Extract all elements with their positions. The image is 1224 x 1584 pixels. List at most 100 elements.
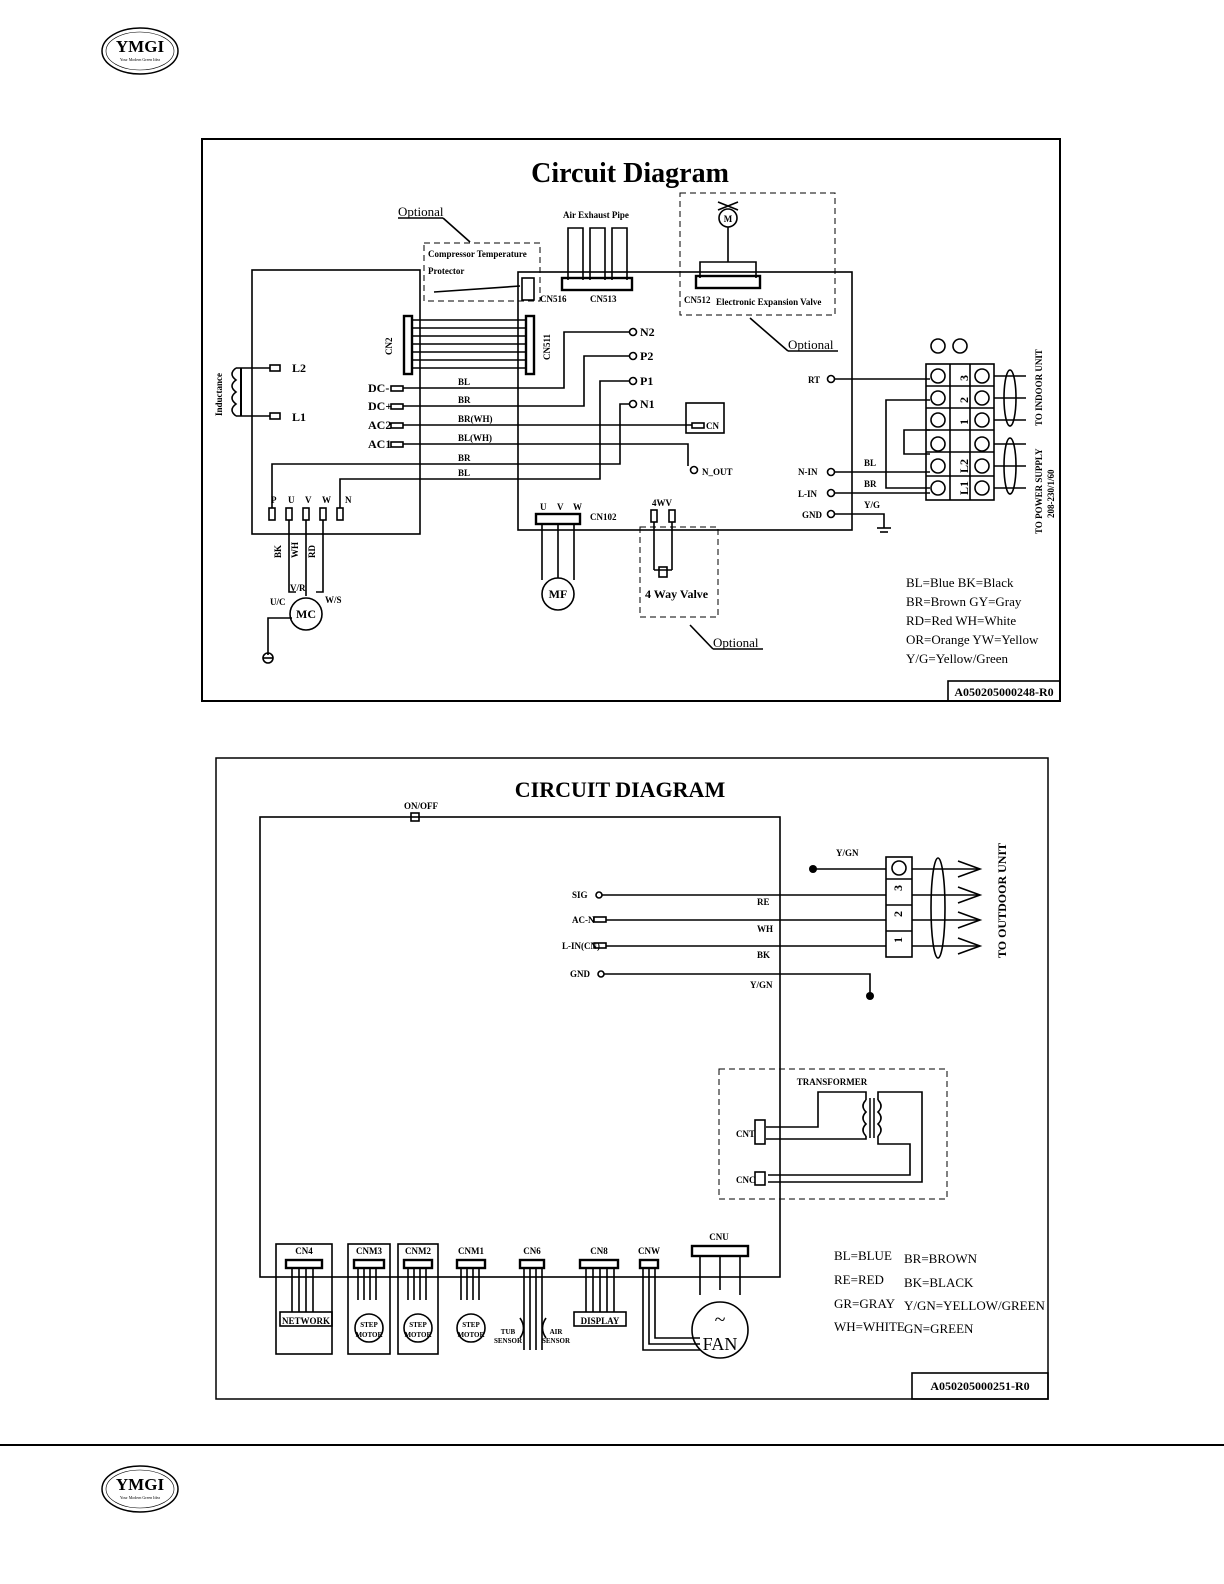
transformer-label: TRANSFORMER bbox=[797, 1077, 868, 1087]
wire-br: BR bbox=[864, 479, 877, 489]
cn102-label: CN102 bbox=[590, 512, 617, 522]
legend1-line5: Y/G=Yellow/Green bbox=[906, 651, 1009, 666]
power-spec-label: 208-230/1/60 bbox=[1046, 469, 1056, 518]
optional-label-3: Optional bbox=[713, 635, 759, 650]
pin-p1: P1 bbox=[640, 374, 653, 388]
optional-label-1: Optional bbox=[398, 204, 444, 219]
step-motor-2-line2: MOTOR bbox=[404, 1331, 432, 1339]
pin-p2: P2 bbox=[640, 349, 653, 363]
header-logo-brand: YMGI bbox=[116, 37, 165, 56]
legend2-right-2: BK=BLACK bbox=[904, 1275, 974, 1290]
fan-tilde-icon: ~ bbox=[715, 1309, 726, 1331]
step-motor-2-line1: STEP bbox=[409, 1321, 427, 1329]
pin-l-in: L-IN bbox=[798, 489, 818, 499]
to-outdoor-label: TO OUTDOOR UNIT bbox=[995, 843, 1009, 958]
cnm1-label: CNM1 bbox=[458, 1246, 484, 1256]
pin-n: N bbox=[345, 495, 352, 505]
cnc-label: CNC bbox=[736, 1175, 756, 1185]
tub-sensor-line2: SENSOR bbox=[494, 1337, 523, 1345]
wire-wh: WH bbox=[290, 542, 300, 558]
legend2-left-1: BL=BLUE bbox=[834, 1248, 892, 1263]
term-1: 1 bbox=[957, 419, 971, 425]
step-motor-3-line1: STEP bbox=[360, 1321, 378, 1329]
l1-label: L1 bbox=[292, 410, 306, 424]
cn-label: CN bbox=[706, 421, 719, 431]
4-way-valve-label: 4 Way Valve bbox=[645, 587, 709, 601]
ygn-top-label: Y/GN bbox=[836, 848, 859, 858]
wire-label-1: BL bbox=[458, 377, 470, 387]
pin-gnd-2: GND bbox=[570, 969, 591, 979]
pin-n1: N1 bbox=[640, 397, 655, 411]
header-logo: YMGI Your Modern Green Idea bbox=[101, 27, 179, 75]
footer-logo: YMGI Your Modern Green Idea bbox=[101, 1465, 179, 1513]
header-logo-tagline: Your Modern Green Idea bbox=[120, 57, 160, 62]
protector-label-1: Compressor Temperature bbox=[428, 249, 527, 259]
diagram2-title: CIRCUIT DIAGRAM bbox=[515, 777, 726, 802]
footer-logo-brand: YMGI bbox=[116, 1475, 165, 1494]
pin-ac-n: AC-N bbox=[572, 915, 595, 925]
legend2-right-4: GN=GREEN bbox=[904, 1321, 974, 1336]
cnw-label: CNW bbox=[638, 1246, 660, 1256]
onoff-label: ON/OFF bbox=[404, 801, 438, 811]
pin-v: V bbox=[305, 495, 312, 505]
4wv-label: 4WV bbox=[652, 498, 673, 508]
diagram1-title: Circuit Diagram bbox=[531, 158, 729, 189]
cnt-label: CNT bbox=[736, 1129, 755, 1139]
circuit-diagram-outdoor: Circuit Diagram Optional Optional Option… bbox=[201, 138, 1061, 702]
cnm3-label: CNM3 bbox=[356, 1246, 382, 1256]
power-supply-label: TO POWER SUPPLY bbox=[1034, 448, 1044, 534]
term2-2: 2 bbox=[891, 911, 905, 917]
cn512-label: CN512 bbox=[684, 295, 711, 305]
pin-n2: N2 bbox=[640, 325, 655, 339]
legend2-right-3: Y/GN=YELLOW/GREEN bbox=[904, 1298, 1046, 1313]
legend1-line4: OR=Orange YW=Yellow bbox=[906, 632, 1039, 647]
cnu-label: CNU bbox=[709, 1232, 729, 1242]
wire-label-4: BL(WH) bbox=[458, 433, 492, 443]
legend2-left-3: GR=GRAY bbox=[834, 1296, 896, 1311]
pin-gnd: GND bbox=[802, 510, 823, 520]
term2-1: 1 bbox=[891, 937, 905, 943]
legend1-line3: RD=Red WH=White bbox=[906, 613, 1016, 628]
uc-label: U/C bbox=[270, 597, 286, 607]
wire-rd: RD bbox=[307, 545, 317, 558]
cn6-label: CN6 bbox=[523, 1246, 541, 1256]
footer-logo-tagline: Your Modern Green Idea bbox=[120, 1495, 160, 1500]
wire-bl: BL bbox=[864, 458, 876, 468]
inductance-label: Inductance bbox=[214, 373, 224, 416]
legend2-left-4: WH=WHITE bbox=[834, 1319, 905, 1334]
wire-bk: BK bbox=[273, 545, 283, 558]
uvw-v: V bbox=[557, 502, 564, 512]
pin-rt: RT bbox=[808, 375, 820, 385]
display-label: DISPLAY bbox=[581, 1316, 620, 1326]
term2-3: 3 bbox=[891, 885, 905, 891]
pin-dc-plus: DC+ bbox=[368, 399, 392, 413]
footer-rule bbox=[0, 1444, 1224, 1446]
n-out-label: N_OUT bbox=[702, 467, 733, 477]
uvw-u: U bbox=[540, 502, 547, 512]
uvw-w: W bbox=[573, 502, 582, 512]
diagram1-code: A050205000248-R0 bbox=[954, 685, 1053, 699]
step-motor-3-line2: MOTOR bbox=[355, 1331, 383, 1339]
fan-label: FAN bbox=[703, 1334, 738, 1354]
to-indoor-label: TO INDOOR UNIT bbox=[1034, 349, 1044, 426]
term-3: 3 bbox=[957, 375, 971, 381]
cn2-label: CN2 bbox=[384, 337, 394, 355]
circuit-diagram-indoor: CIRCUIT DIAGRAM ON/OFF SIG AC-N L-IN(CN)… bbox=[215, 757, 1049, 1400]
wire-wh-2: WH bbox=[757, 924, 773, 934]
term-2: 2 bbox=[957, 397, 971, 403]
wire-label-2: BR bbox=[458, 395, 471, 405]
pin-ac2: AC2 bbox=[368, 418, 391, 432]
term-l1: L1 bbox=[957, 481, 971, 495]
air-sensor-line2: SENSOR bbox=[542, 1337, 571, 1345]
cn511-label: CN511 bbox=[542, 333, 552, 360]
mf-label: MF bbox=[549, 587, 568, 601]
wire-yg: Y/G bbox=[864, 500, 880, 510]
wire-re: RE bbox=[757, 897, 770, 907]
legend1-line1: BL=Blue BK=Black bbox=[906, 575, 1014, 590]
pin-sig: SIG bbox=[572, 890, 588, 900]
pin-dc-minus: DC- bbox=[368, 381, 389, 395]
wire-label-3: BR(WH) bbox=[458, 414, 493, 424]
wire-label-5: BR bbox=[458, 453, 471, 463]
wire-bk-2: BK bbox=[757, 950, 770, 960]
cn513-label: CN513 bbox=[590, 294, 617, 304]
